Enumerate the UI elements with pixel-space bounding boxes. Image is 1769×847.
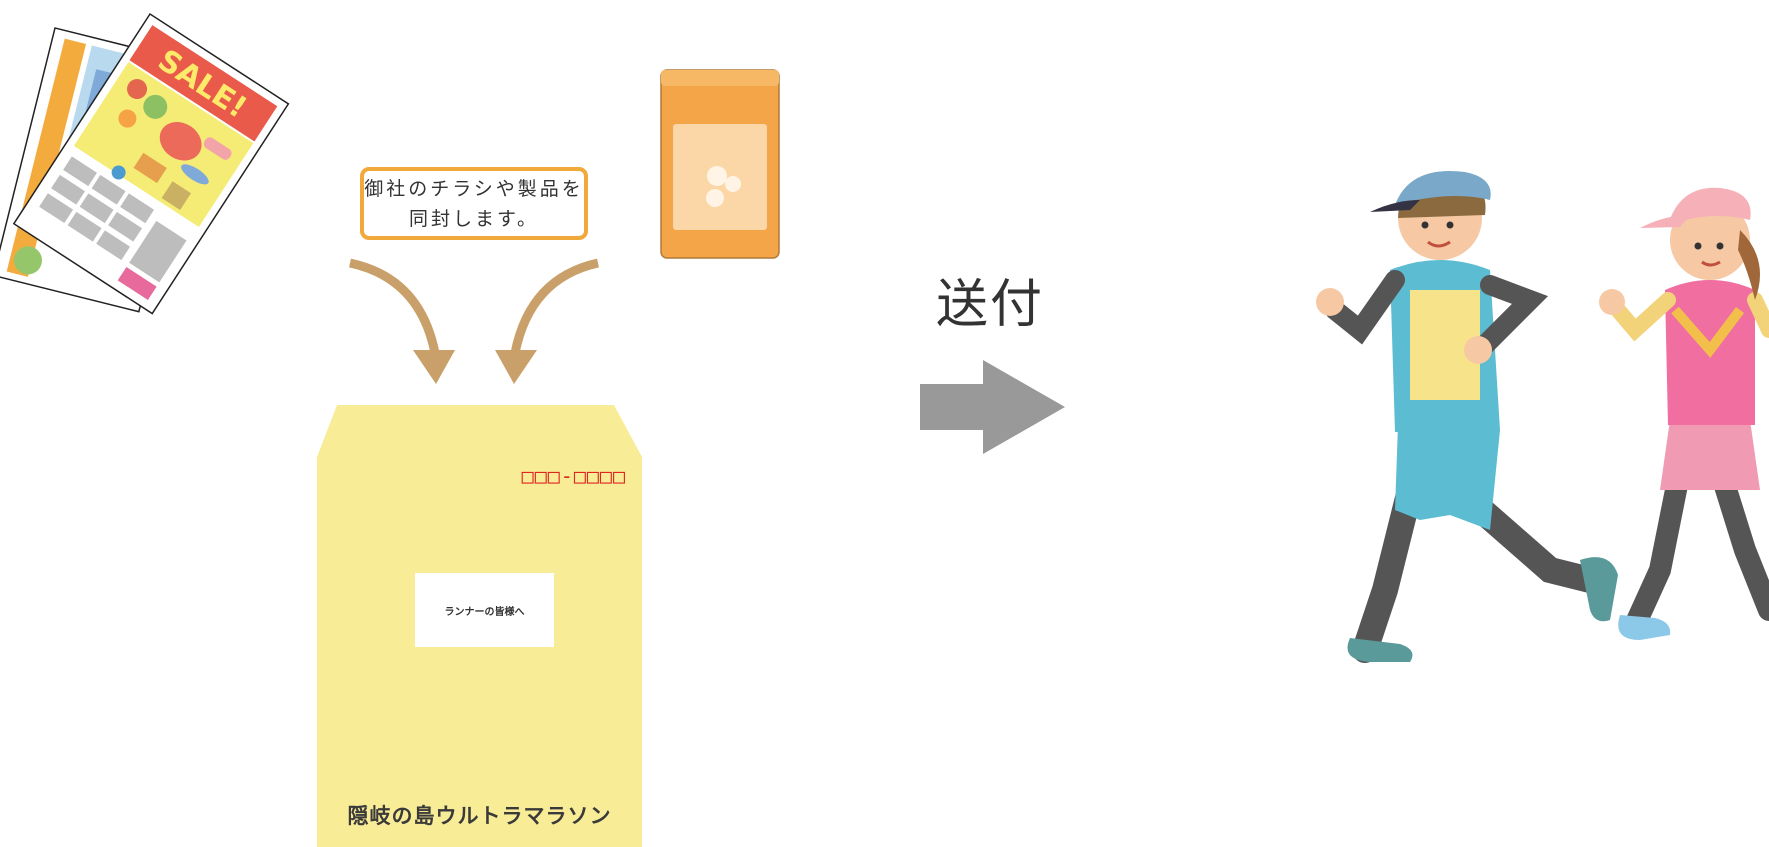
- runner-man-icon: [1316, 170, 1618, 663]
- curved-arrows: [340, 258, 610, 388]
- flyer-icon: SALE!: [0, 12, 290, 315]
- product-pouch-icon: [660, 69, 780, 259]
- product-pouch: [659, 68, 781, 260]
- callout-line-2: 同封します。: [408, 207, 540, 230]
- enclosure-callout: 御社のチラシや製品を 同封します。: [360, 167, 588, 240]
- sender-name: 隠岐の島ウルトラマラソン: [347, 804, 612, 828]
- flyers-illustration: SALE!: [0, 8, 355, 348]
- postal-code: □□□-□□□□: [521, 464, 626, 488]
- address-label-text: ランナーの皆様へ: [444, 606, 525, 618]
- right-arrow-icon: [920, 360, 1065, 454]
- runner-woman-icon: [1599, 187, 1769, 640]
- callout-line-1: 御社のチラシや製品を: [364, 177, 584, 200]
- send-arrow: [920, 360, 1065, 455]
- curved-arrow-icon: [349, 258, 600, 384]
- send-label: 送付: [935, 275, 1044, 335]
- runners-illustration: [1300, 170, 1769, 670]
- address-label: ランナーの皆様へ: [415, 573, 554, 647]
